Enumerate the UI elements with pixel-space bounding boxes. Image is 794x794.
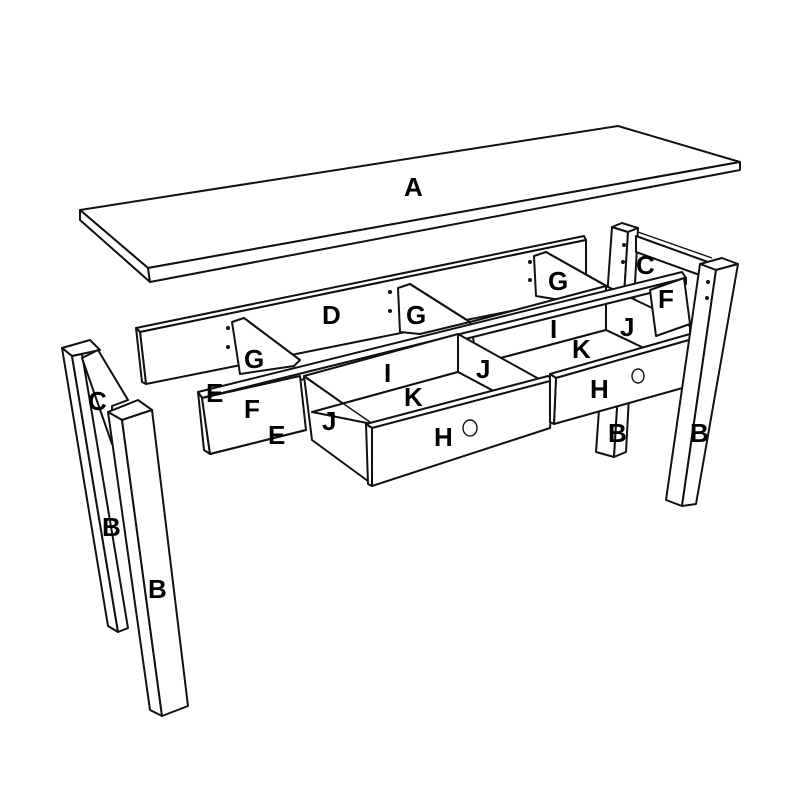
label-side-frame-right: F (658, 284, 674, 314)
label-drawer-front-right: H (590, 374, 609, 404)
label-side-rail-left: C (88, 386, 107, 416)
label-side-rail-right: C (636, 250, 655, 280)
leg-front-right (665, 257, 739, 507)
label-divider-right: G (548, 266, 568, 296)
label-front-rail-upper: E (206, 378, 223, 408)
label-drawer-side-left-outer: J (322, 406, 336, 436)
label-leg-back-left: B (102, 512, 121, 542)
leg-back-left (61, 339, 129, 633)
label-leg-back-right: B (608, 418, 627, 448)
label-drawer-bottom-left: K (404, 382, 423, 412)
label-drawer-back-left: I (384, 358, 391, 388)
label-drawer-front-left: H (434, 422, 453, 452)
label-drawer-back-right: I (550, 314, 557, 344)
label-leg-front-left: B (148, 574, 167, 604)
divider-middle (397, 283, 471, 335)
label-front-rail-lower: E (268, 420, 285, 450)
side-rail-left (81, 349, 129, 445)
label-top: A (404, 172, 423, 202)
label-divider-left: G (244, 344, 264, 374)
label-divider-middle: G (406, 300, 426, 330)
front-rail-lower (209, 429, 307, 455)
label-back-apron: D (322, 300, 341, 330)
label-drawer-side-right-inner: J (620, 312, 634, 342)
label-front-frame-left: F (244, 394, 260, 424)
label-leg-front-right: B (690, 418, 709, 448)
side-frame-right (649, 277, 691, 337)
label-drawer-side-left-inner: J (476, 354, 490, 384)
label-drawer-bottom-right: K (572, 334, 591, 364)
leg-front-left (107, 399, 189, 717)
table-top (79, 125, 741, 283)
drawer-front-left (365, 375, 555, 487)
divider-left (231, 317, 301, 375)
